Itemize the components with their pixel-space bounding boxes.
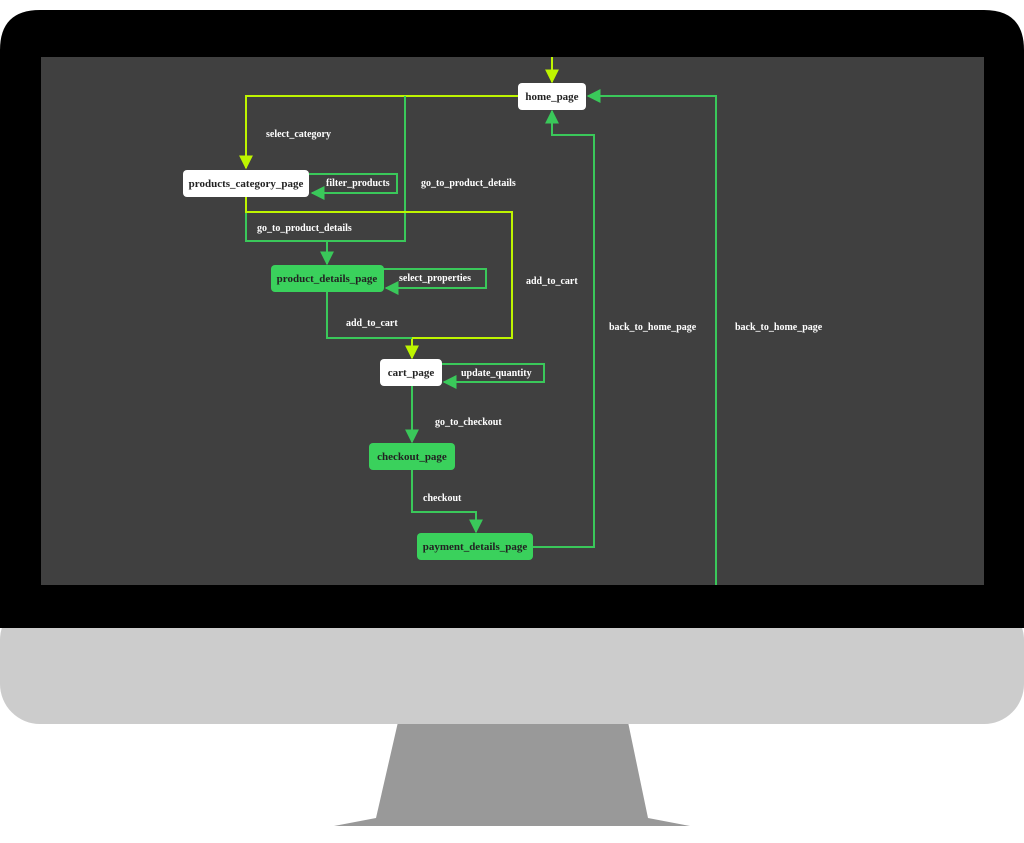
- node-label-payment-details-page: payment_details_page: [423, 541, 528, 553]
- diagram-edges: [239, 57, 717, 585]
- edge-select-category: [239, 95, 518, 170]
- node-products-category-page: products_category_page: [183, 170, 309, 197]
- edge-checkout: [411, 469, 483, 534]
- edge-label-checkout: checkout: [423, 493, 462, 504]
- node-payment-details-page: payment_details_page: [417, 533, 533, 560]
- edge-back-to-home-offscreen: [586, 89, 717, 585]
- edge-filter-products: [309, 173, 398, 200]
- edge-label-go-to-product-details-category: go_to_product_details: [257, 223, 352, 234]
- edge-go-to-product-details-from-category: [245, 196, 334, 266]
- edge-go-to-product-details-from-home: [327, 96, 406, 242]
- node-label-products-category-page: products_category_page: [189, 178, 304, 190]
- node-home-page: home_page: [518, 83, 586, 110]
- edge-add-to-cart-from-category: [245, 196, 513, 360]
- edge-back-to-home-from-payment: [533, 109, 595, 548]
- edge-label-update-quantity: update_quantity: [461, 368, 532, 379]
- monitor-chin: [0, 600, 1024, 724]
- edge-label-back-to-home-payment: back_to_home_page: [609, 322, 697, 333]
- node-label-product-details-page: product_details_page: [277, 273, 378, 285]
- node-label-checkout-page: checkout_page: [377, 451, 447, 463]
- node-cart-page: cart_page: [380, 359, 442, 386]
- edge-label-filter-products: filter_products: [326, 178, 390, 189]
- edge-label-go-to-product-details-home: go_to_product_details: [421, 178, 516, 189]
- edge-label-add-to-cart-category: add_to_cart: [526, 276, 578, 287]
- edge-label-go-to-checkout: go_to_checkout: [435, 417, 502, 428]
- edge-label-select-category: select_category: [266, 129, 331, 140]
- node-product-details-page: product_details_page: [271, 265, 384, 292]
- edge-label-back-to-home-offscreen: back_to_home_page: [735, 322, 823, 333]
- edge-add-to-cart-from-details: [326, 291, 412, 339]
- node-label-cart-page: cart_page: [388, 367, 435, 379]
- edge-label-select-properties: select_properties: [399, 273, 471, 284]
- edge-update-quantity: [441, 363, 545, 389]
- monitor-stand: [334, 722, 690, 826]
- edge-select-properties: [383, 268, 487, 295]
- flow-diagram: select_category filter_products go_to_pr…: [183, 57, 823, 585]
- diagram-nodes: home_page products_category_page product…: [183, 83, 586, 560]
- node-checkout-page: checkout_page: [369, 443, 455, 470]
- diagram-edge-labels: select_category filter_products go_to_pr…: [257, 129, 823, 504]
- node-label-home-page: home_page: [525, 91, 578, 103]
- edge-label-add-to-cart-details: add_to_cart: [346, 318, 398, 329]
